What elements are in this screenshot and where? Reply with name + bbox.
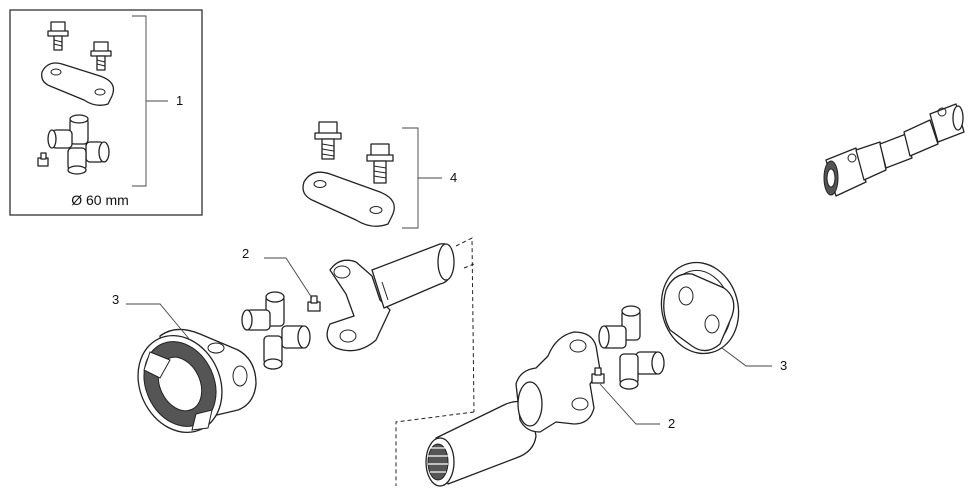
inset-diameter-label: Ø 60 mm xyxy=(71,192,129,208)
universal-cross-right xyxy=(598,305,665,390)
grease-nipple-left xyxy=(307,295,321,312)
grease-nipple-right xyxy=(591,367,605,384)
inset-kit-box: Ø 60 mm xyxy=(9,9,203,216)
flange-yoke-left xyxy=(137,328,257,434)
cap-kit-assembly xyxy=(302,121,442,229)
flange-yoke-right xyxy=(660,261,740,355)
inset-universal-cross xyxy=(47,114,110,175)
inset-bolt-left xyxy=(47,21,69,51)
callout-4: 4 xyxy=(450,170,457,185)
callout-3-right: 3 xyxy=(780,358,787,373)
cap-kit-bolt-left xyxy=(314,121,342,160)
universal-cross-left xyxy=(241,291,311,370)
callout-2-right: 2 xyxy=(668,416,675,431)
shaft-phantom-outline xyxy=(395,237,475,486)
callout-2-left: 2 xyxy=(242,246,249,261)
splined-shaft-right xyxy=(425,400,537,487)
inset-bolt-right xyxy=(90,41,112,71)
cap-kit-bearing-cap xyxy=(302,171,395,227)
shaft-yoke-left xyxy=(326,243,455,352)
assembled-driveshaft xyxy=(823,103,965,197)
shaft-yoke-right xyxy=(515,331,601,433)
callout-1: 1 xyxy=(176,93,183,108)
inset-grease-nipple xyxy=(37,152,49,167)
callout-3-left: 3 xyxy=(112,292,119,307)
inset-bearing-cap xyxy=(41,62,115,106)
cap-kit-bolt-right xyxy=(366,143,394,184)
